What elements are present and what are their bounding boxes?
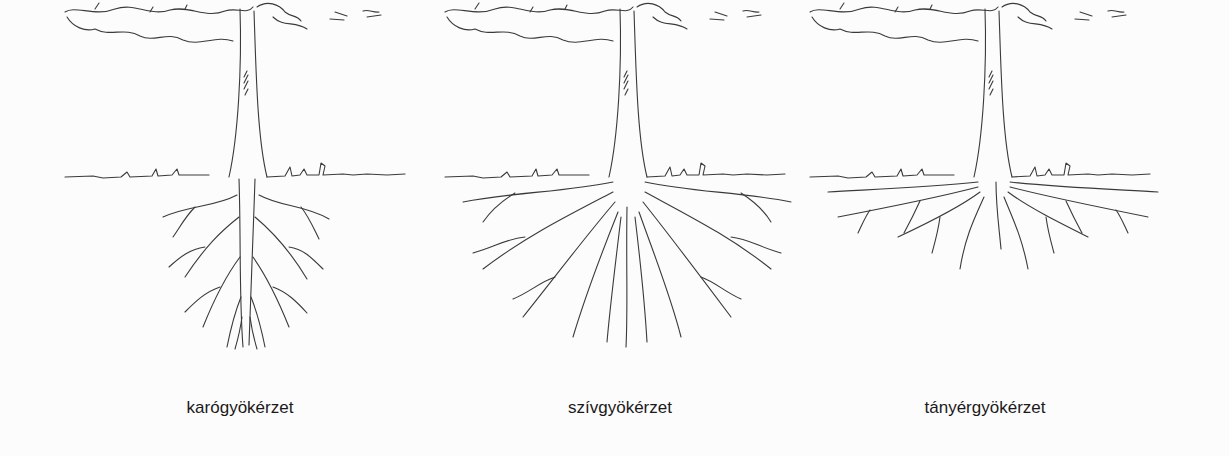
tap-root-tree (65, 3, 405, 349)
plate-root-tree (810, 3, 1158, 269)
root-type-label: tányérgyökérzet (925, 398, 1046, 418)
root-type-label: karógyökérzet (187, 398, 294, 418)
heart-root-tree (445, 3, 791, 347)
root-type-label: szívgyökérzet (568, 398, 672, 418)
